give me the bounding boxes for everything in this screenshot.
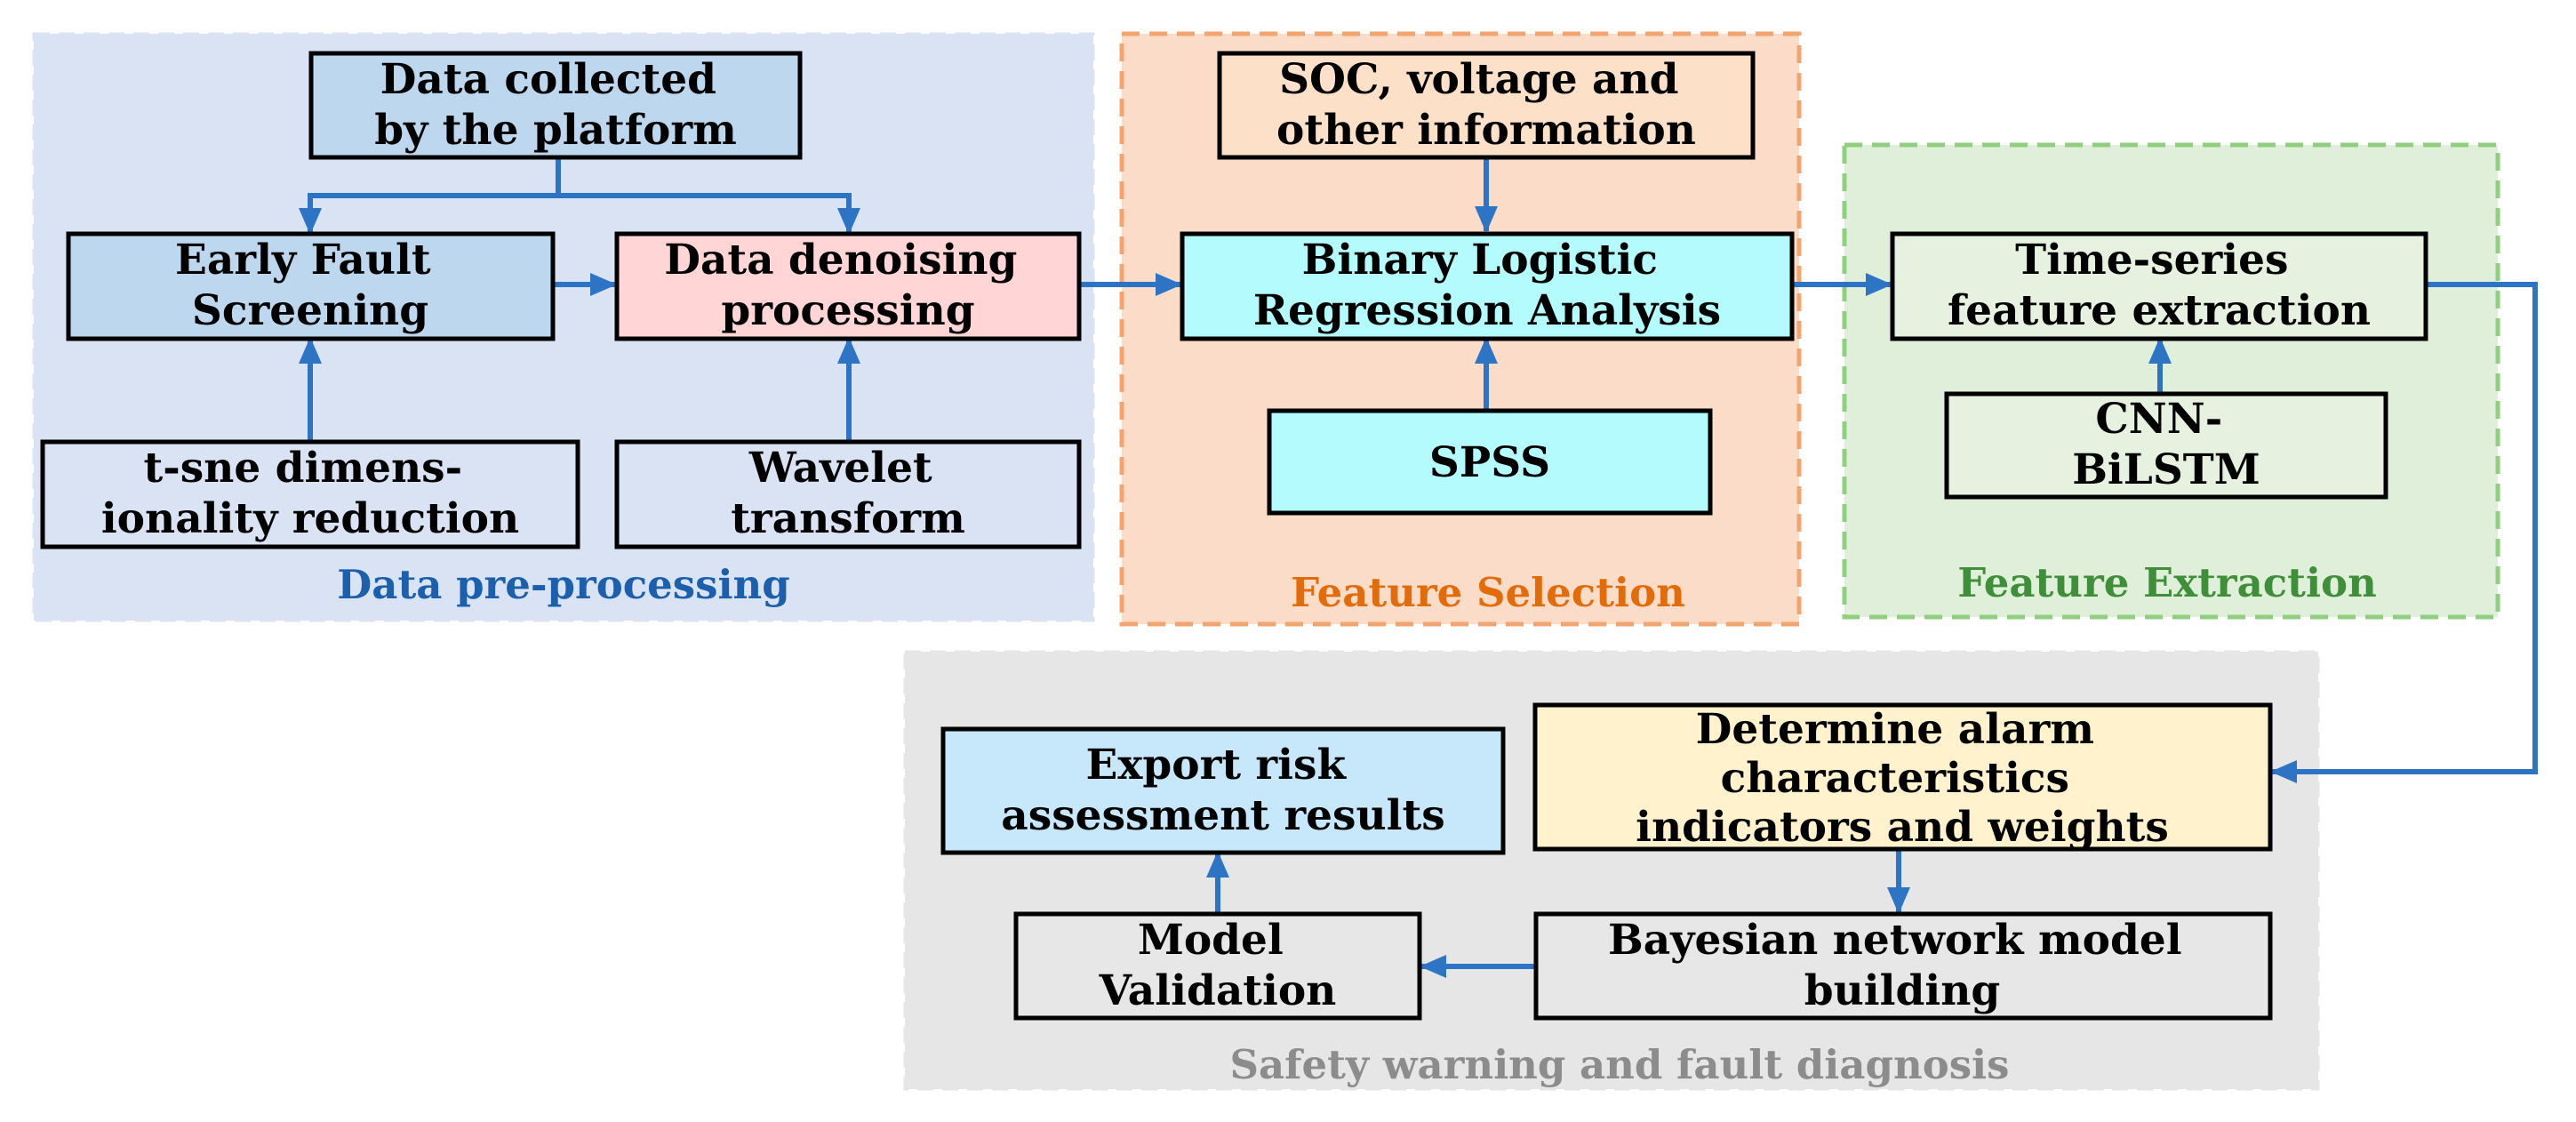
box-tsne-line-1: t-sne dimens- <box>144 444 463 493</box>
box-data-collected-line-2: by the platform <box>374 106 737 155</box>
box-time-series-line-1: Time-series <box>2015 236 2288 285</box>
box-export <box>940 726 1506 855</box>
box-tsne-line-2: ionality reduction <box>101 494 519 543</box>
box-bayesian-line-2: building <box>1804 966 2001 1015</box>
box-bayesian-line-1: Bayesian network model <box>1608 916 2182 965</box>
svg-text:Wavelet transform: Wavelet transform <box>731 444 965 543</box>
box-early-fault <box>66 231 556 341</box>
svg-text:SPSS: SPSS <box>1429 438 1550 487</box>
box-alarm-line-3: indicators and weights <box>1636 803 2169 852</box>
box-soc-line-1: SOC, voltage and <box>1279 55 1678 104</box>
group-extraction-bg <box>1842 142 2500 620</box>
box-tsne <box>40 439 580 549</box>
box-alarm <box>1532 702 2273 852</box>
box-validation-line-2: Validation <box>1099 966 1337 1015</box>
svg-text:Binary Logistic Regression: Binary Logistic Regression Analysis <box>1253 236 1721 335</box>
arrow-timeseries-to-alarm <box>2270 282 2538 783</box>
svg-text:Early Fault Screening: Early Fault Screening <box>175 236 445 335</box>
box-export-line-1: Export risk <box>1086 741 1348 789</box>
box-spss-line-1: SPSS <box>1429 438 1550 487</box>
arrow-to-early-fault <box>299 193 558 235</box>
svg-text:Determine alarm characteri: Determine alarm characteristics indicato… <box>1636 705 2169 852</box>
svg-text:SOC, voltage and other inf: SOC, voltage and other information <box>1276 55 1696 155</box>
box-early-fault-line-2: Screening <box>192 286 428 335</box>
box-validation-line-1: Model <box>1138 916 1284 965</box>
group-safety-title: Safety warning and fault diagnosis <box>1230 1041 2010 1088</box>
box-bayesian <box>1533 911 2273 1021</box>
box-cnn-bilstm-line-1: CNN- <box>2095 395 2222 444</box>
box-data-collected <box>308 51 803 160</box>
box-cnn-bilstm-line-2: BiLSTM <box>2072 445 2260 494</box>
svg-text:Export risk assessment res: Export risk assessment results <box>1001 741 1444 840</box>
box-spss <box>1267 408 1713 516</box>
svg-text:Time-series feature extrac: Time-series feature extraction <box>1948 236 2371 335</box>
box-binary-logistic-line-1: Binary Logistic <box>1302 236 1658 285</box>
box-cnn-bilstm <box>1944 391 2388 500</box>
svg-text:Data denoising processing: Data denoising processing <box>664 236 1032 335</box>
box-wavelet-line-1: Wavelet <box>748 444 932 493</box>
box-early-fault-line-1: Early Fault <box>175 236 431 285</box>
svg-text:Bayesian network model bui: Bayesian network model building <box>1608 916 2196 1015</box>
box-binary-logistic-line-2: Regression Analysis <box>1253 286 1721 335</box>
box-soc-line-2: other information <box>1276 106 1696 155</box>
box-denoising <box>614 231 1082 341</box>
box-export-line-2: assessment results <box>1001 791 1444 840</box>
box-time-series <box>1890 231 2428 341</box>
box-denoising-line-1: Data denoising <box>664 236 1017 285</box>
box-soc <box>1217 51 1756 160</box>
box-validation <box>1013 911 1422 1021</box>
group-selection-title: Feature Selection <box>1291 569 1685 616</box>
box-wavelet <box>614 439 1082 549</box>
box-denoising-line-2: processing <box>721 286 974 335</box>
svg-text:Data collected by the plat: Data collected by the platform <box>374 55 737 155</box>
svg-text:Model Validation: Model Validation <box>1099 916 1337 1015</box>
group-extraction-title: Feature Extraction <box>1957 559 2377 606</box>
group-preprocessing-title: Data pre-processing <box>337 561 789 608</box>
box-wavelet-line-2: transform <box>731 494 965 543</box>
arrow-to-denoising <box>558 193 860 235</box>
box-binary-logistic <box>1180 231 1795 341</box>
box-data-collected-line-1: Data collected <box>380 55 716 104</box>
box-alarm-line-1: Determine alarm <box>1696 705 2094 754</box>
box-time-series-line-2: feature extraction <box>1948 286 2371 335</box>
box-alarm-line-2: characteristics <box>1721 754 2069 803</box>
svg-text:t-sne dimens- ionality red: t-sne dimens- ionality reduction <box>101 444 519 543</box>
svg-text:CNN- BiLSTM: CNN- BiLSTM <box>2072 395 2260 494</box>
